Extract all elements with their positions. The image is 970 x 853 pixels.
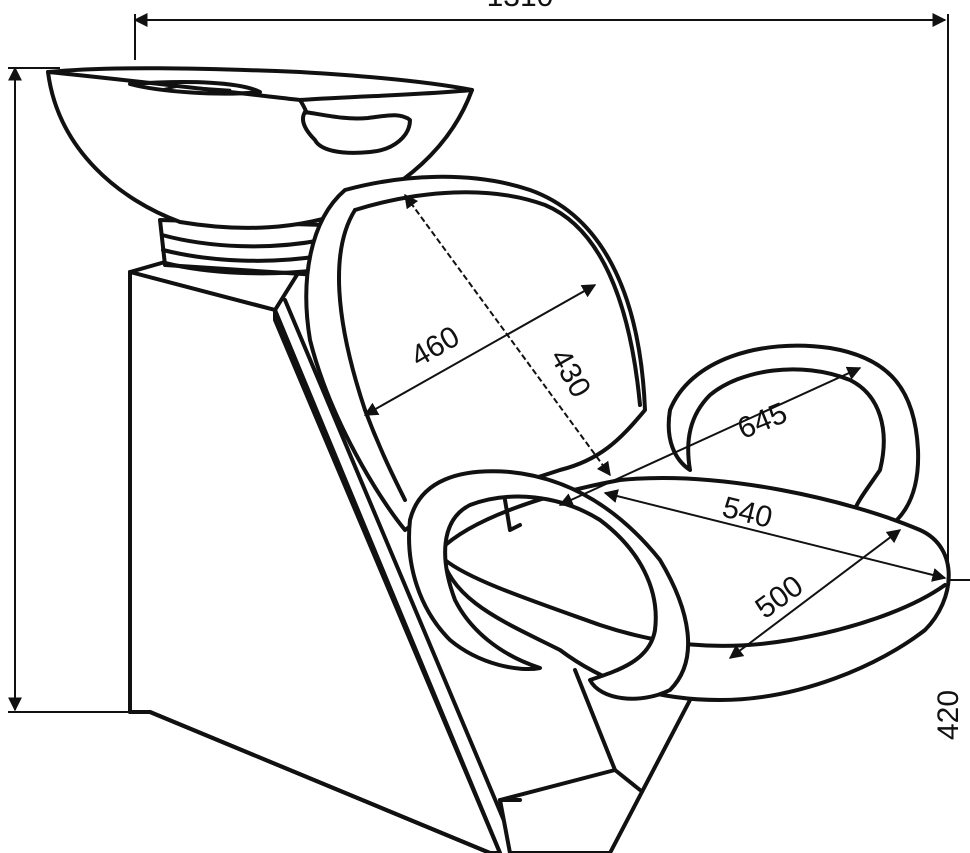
seat-height-dimension: 420 xyxy=(932,579,970,740)
overall-width-dimension: 1310 xyxy=(133,0,949,580)
seat-height-label: 420 xyxy=(932,690,965,740)
overall-height-dimension xyxy=(8,66,150,713)
overall-width-label: 1310 xyxy=(487,0,554,13)
seat-pedestal xyxy=(498,668,692,853)
